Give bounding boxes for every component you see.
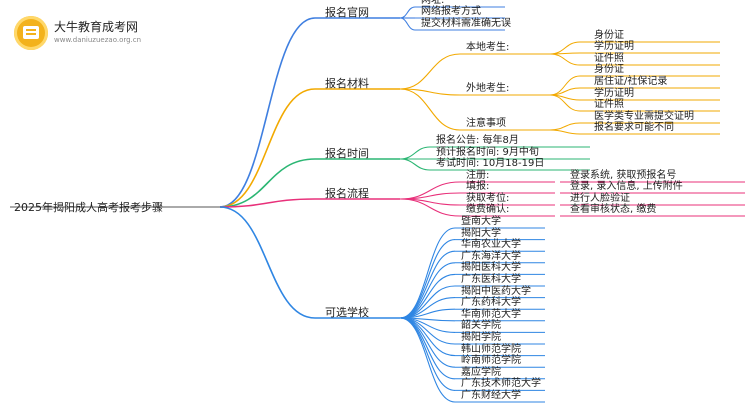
branch-label: 可选学校 — [325, 306, 369, 319]
subtopic-link — [399, 6, 416, 19]
subtopic-label: 广东技术师范大学 — [461, 378, 541, 390]
leaf-label: 证件照 — [594, 99, 624, 110]
brand-name: 大牛教育成考网 — [54, 20, 139, 34]
subtopic-label: 报名公告: 每年8月 — [436, 135, 519, 146]
subtopic-link — [399, 317, 456, 380]
leaf-link — [549, 129, 581, 135]
subtopic-label: 缴费确认: — [466, 204, 510, 215]
leaf-label: 登录系统, 获取预报名号 — [570, 170, 677, 181]
leaf-label: 进行人脸验证 — [570, 193, 630, 204]
branch-label: 报名官网 — [325, 6, 369, 19]
subtopic-label: 韩山师范学院 — [461, 343, 521, 355]
brand-url: www.daniuzuezao.org.cn — [54, 36, 142, 44]
subtopic-label: 韶关学院 — [461, 320, 501, 332]
branch-label: 报名流程 — [325, 187, 369, 200]
subtopic-label: 广东医科大学 — [461, 274, 521, 285]
leaf-label: 学历证明 — [594, 88, 634, 99]
branch-link — [219, 158, 316, 208]
subtopic-link — [399, 317, 456, 345]
subtopic-link — [399, 158, 431, 171]
subtopic-label: 华南师范大学 — [461, 308, 521, 320]
subtopic-label: 预计报名时间: 9月中旬 — [436, 147, 539, 158]
subtopic-label: 提交材料需准确无误 — [421, 18, 511, 29]
leaf-label: 居住证/社保记录 — [594, 76, 668, 87]
leaf-link — [549, 53, 581, 66]
branch-link — [219, 17, 316, 208]
branch-link — [219, 198, 316, 208]
book-icon — [14, 16, 48, 50]
subtopic-link — [399, 317, 456, 357]
leaf-link — [549, 94, 581, 112]
root-topic: 2025年揭阳成人高考报考步骤 — [14, 201, 163, 214]
subtopic-label: 揭阳中医药大学 — [461, 285, 531, 297]
leaf-link — [549, 75, 581, 96]
subtopic-link — [399, 88, 461, 96]
subtopic-label: 暨南大学 — [461, 216, 501, 227]
subtopic-link — [399, 17, 416, 31]
branch-link — [219, 206, 316, 319]
subtopic-link — [399, 250, 456, 319]
leaf-label: 身份证 — [594, 30, 624, 41]
leaf-link — [549, 122, 581, 131]
subtopic-label: 广东海洋大学 — [461, 250, 521, 262]
subtopic-link — [399, 239, 456, 319]
subtopic-link — [399, 88, 461, 131]
leaf-label: 登录, 录入信息, 上传附件 — [570, 181, 683, 192]
leaf-label: 学历证明 — [594, 41, 634, 52]
subtopic-link — [399, 273, 456, 319]
subtopic-link — [399, 227, 456, 319]
subtopic-link — [399, 146, 431, 160]
subtopic-label: 岭南师范学院 — [461, 355, 521, 367]
subtopic-label: 嘉应学院 — [461, 366, 501, 378]
subtopic-label: 网址: — [421, 0, 445, 6]
branch-label: 报名材料 — [325, 77, 369, 90]
subtopic-label: 注册: — [466, 170, 490, 181]
leaf-link — [549, 41, 581, 55]
subtopic-label: 揭阳学院 — [461, 332, 501, 343]
leaf-label: 身份证 — [594, 64, 624, 75]
subtopic-label: 揭阳大学 — [461, 227, 501, 239]
leaf-label: 医学类专业需提交证明 — [594, 111, 694, 122]
subtopic-label: 网络报考方式 — [421, 6, 481, 17]
leaf-label: 证件照 — [594, 53, 624, 64]
subtopic-label: 广东药科大学 — [461, 297, 521, 309]
subtopic-label: 本地考生: — [466, 42, 510, 53]
brand-logo: 大牛教育成考网 www.daniuzuezao.org.cn — [14, 16, 164, 50]
subtopic-link — [399, 317, 456, 403]
subtopic-label: 考试时间: 10月18-19日 — [436, 158, 545, 169]
branch-link — [219, 88, 316, 208]
leaf-label: 查看审核状态, 缴费 — [570, 204, 657, 215]
subtopic-label: 华南农业大学 — [461, 239, 521, 251]
subtopic-label: 揭阳医科大学 — [461, 262, 521, 274]
subtopic-label: 获取考位: — [466, 193, 510, 204]
branch-label: 报名时间 — [325, 147, 369, 160]
subtopic-link — [399, 198, 461, 217]
subtopic-label: 注意事项 — [466, 118, 506, 129]
subtopic-label: 广东财经大学 — [461, 390, 521, 401]
subtopic-label: 填报: — [466, 181, 490, 192]
leaf-label: 报名要求可能不同 — [594, 122, 674, 133]
subtopic-label: 外地考生: — [466, 83, 510, 94]
subtopic-link — [399, 53, 461, 90]
